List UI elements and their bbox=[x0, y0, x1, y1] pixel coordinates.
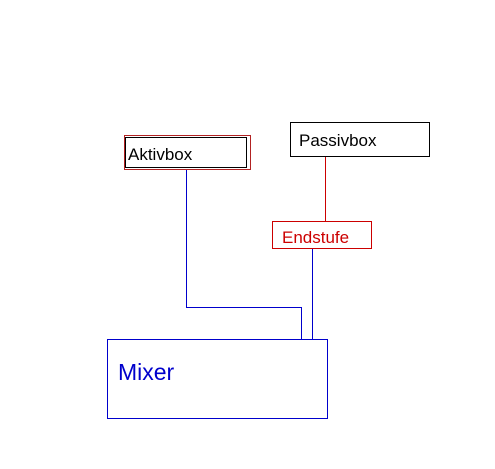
endstufe-label: Endstufe bbox=[282, 228, 350, 247]
passivbox-node: Passivbox bbox=[290, 122, 430, 157]
aktivbox-node: Aktivbox bbox=[125, 137, 247, 168]
mixer-node: Mixer bbox=[107, 339, 328, 419]
passivbox-label: Passivbox bbox=[299, 131, 377, 150]
mixer-label: Mixer bbox=[118, 359, 175, 385]
aktivbox-label: Aktivbox bbox=[128, 145, 193, 164]
endstufe-node: Endstufe bbox=[272, 221, 372, 249]
aktivbox-to-mixer-line bbox=[186, 169, 302, 339]
